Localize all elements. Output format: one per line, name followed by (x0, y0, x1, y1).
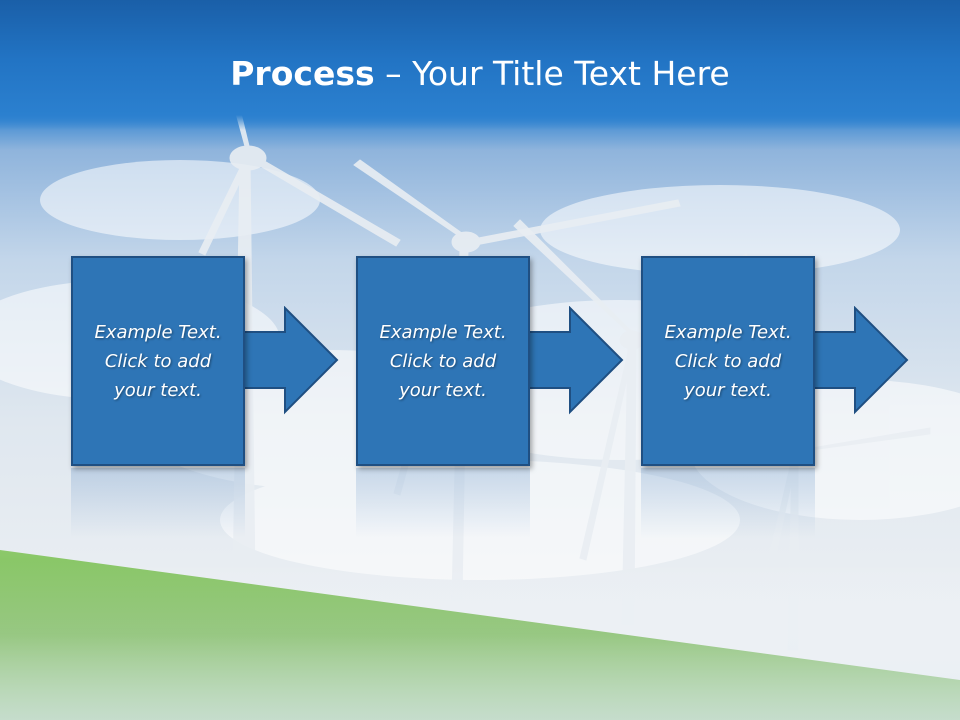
step-text-line: your text. (363, 376, 523, 405)
process-step-2[interactable]: Example Text. Click to add your text. (356, 256, 530, 466)
step-reflection (71, 468, 245, 538)
step-text-line: Click to add (78, 347, 238, 376)
arrow-right-icon (243, 306, 339, 416)
step-text: Example Text. Click to add your text. (363, 318, 523, 405)
title-rest-part: – Your Title Text Here (375, 54, 730, 93)
step-reflection (356, 468, 530, 538)
step-text-line: your text. (78, 376, 238, 405)
process-step-1[interactable]: Example Text. Click to add your text. (71, 256, 245, 466)
title-bold-part: Process (230, 54, 374, 93)
step-text: Example Text. Click to add your text. (78, 318, 238, 405)
step-text-line: Click to add (363, 347, 523, 376)
step-text-line: Example Text. (648, 318, 808, 347)
step-text-line: your text. (648, 376, 808, 405)
step-text: Example Text. Click to add your text. (648, 318, 808, 405)
step-text-line: Example Text. (78, 318, 238, 347)
slide-title[interactable]: Process – Your Title Text Here (0, 52, 960, 96)
arrow-right-icon (813, 306, 909, 416)
step-reflection (641, 468, 815, 538)
arrow-right-icon (528, 306, 624, 416)
process-step-3[interactable]: Example Text. Click to add your text. (641, 256, 815, 466)
step-text-line: Example Text. (363, 318, 523, 347)
step-text-line: Click to add (648, 347, 808, 376)
